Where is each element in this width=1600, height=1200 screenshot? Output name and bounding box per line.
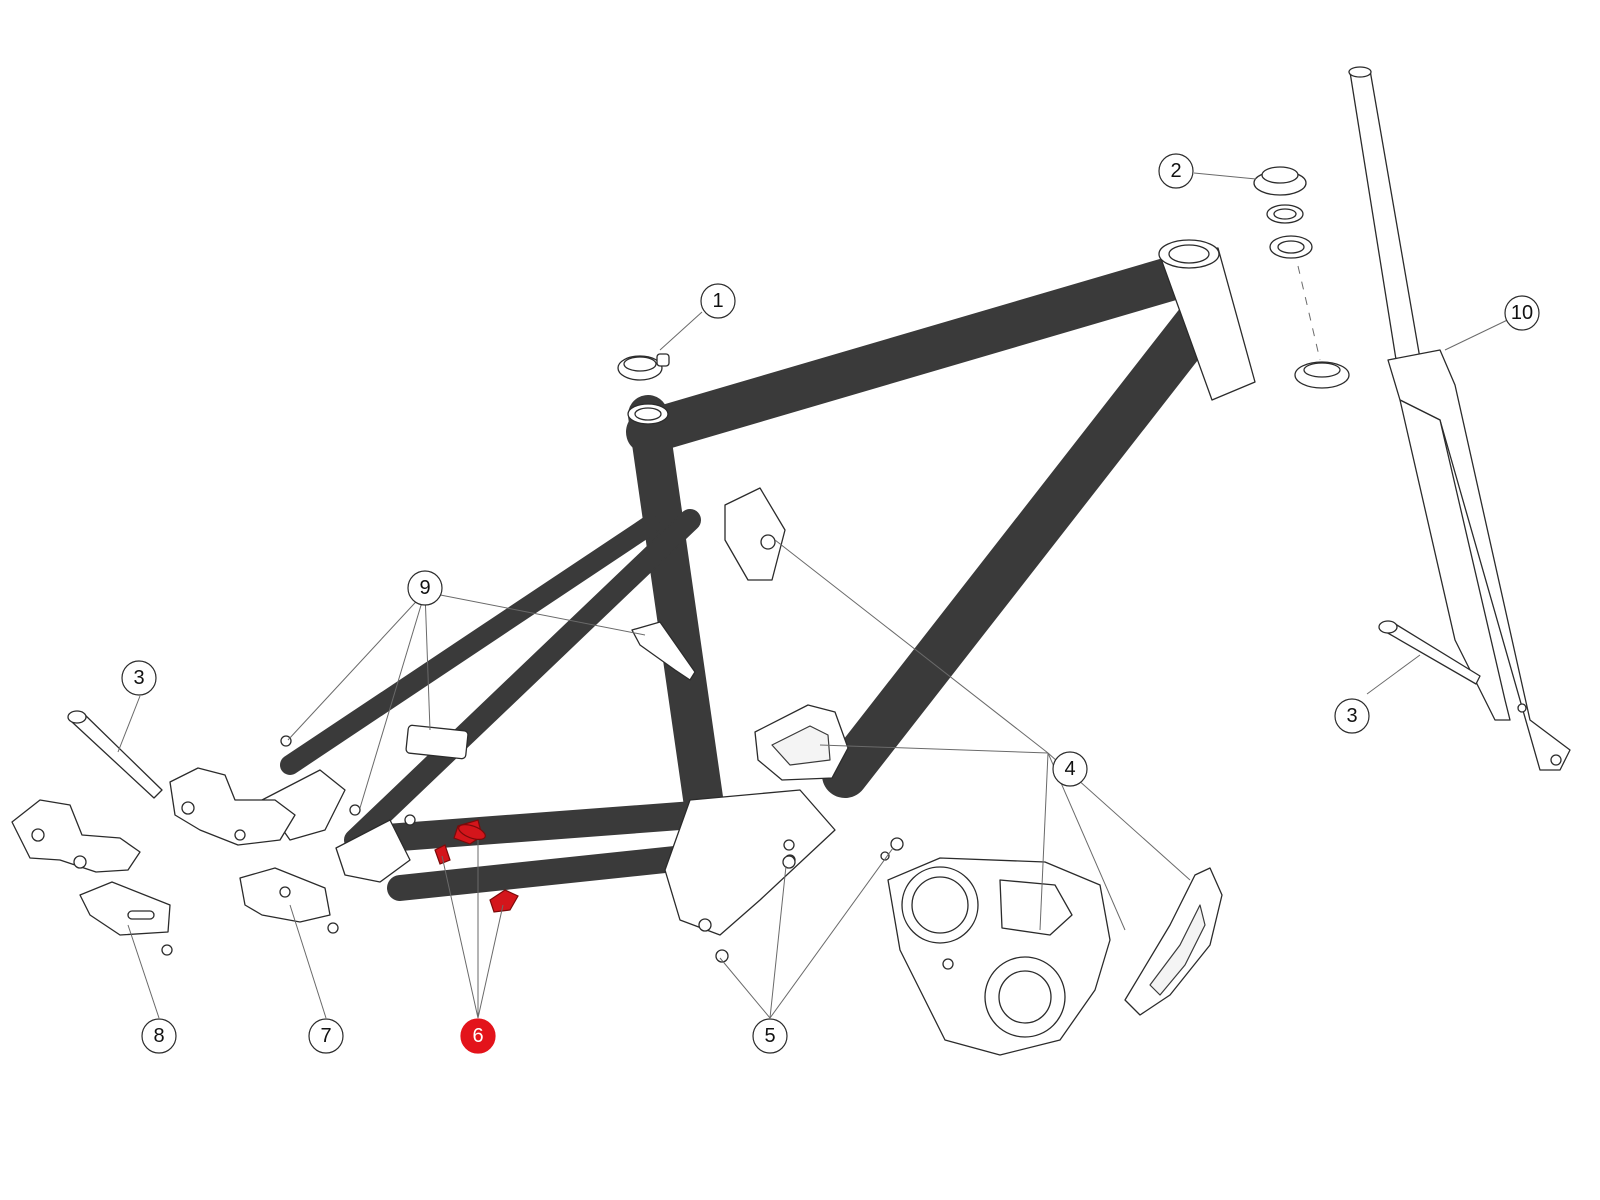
fork xyxy=(1348,66,1571,771)
callout-5-label: 5 xyxy=(764,1025,775,1047)
callout-4: 4 xyxy=(1052,751,1088,787)
callout-6: 6 xyxy=(460,1018,496,1054)
callout-4-label: 4 xyxy=(1064,758,1075,780)
callout-1: 1 xyxy=(700,283,736,319)
callout-2: 2 xyxy=(1158,153,1194,189)
callout-10-label: 10 xyxy=(1511,302,1533,324)
callout-8-label: 8 xyxy=(153,1025,164,1047)
bicycle-frame xyxy=(261,239,1256,936)
callout-7: 7 xyxy=(308,1018,344,1054)
seat-clamp xyxy=(617,353,670,381)
small-parts xyxy=(11,487,1481,1056)
callout-3-rear-label: 3 xyxy=(133,667,144,689)
callout-10: 10 xyxy=(1504,295,1540,331)
callout-9-label: 9 xyxy=(419,577,430,599)
callout-5: 5 xyxy=(752,1018,788,1054)
callout-3-rear: 3 xyxy=(121,660,157,696)
headset-parts xyxy=(1253,166,1350,389)
callout-9: 9 xyxy=(407,570,443,606)
callout-2-label: 2 xyxy=(1170,160,1181,182)
leader-lines xyxy=(117,172,1523,1019)
callout-1-label: 1 xyxy=(712,290,723,312)
callout-7-label: 7 xyxy=(320,1025,331,1047)
highlighted-parts-6 xyxy=(434,819,519,913)
callout-3-front: 3 xyxy=(1334,698,1370,734)
callout-8: 8 xyxy=(141,1018,177,1054)
callout-6-label: 6 xyxy=(472,1025,483,1047)
callout-3-front-label: 3 xyxy=(1346,705,1357,727)
